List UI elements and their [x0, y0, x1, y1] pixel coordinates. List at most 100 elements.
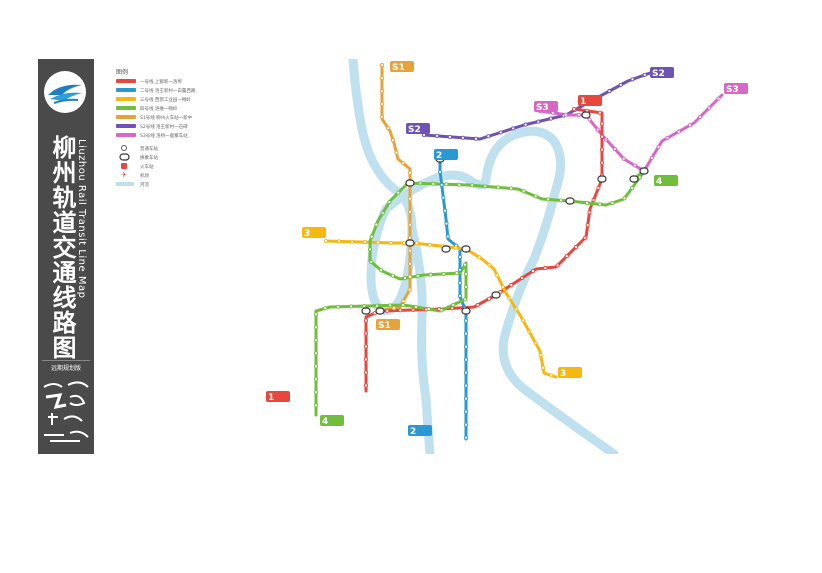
- station-dot: [475, 302, 480, 308]
- station-dot: [470, 183, 475, 188]
- line-badge-number: S3: [726, 85, 739, 95]
- station-dot: [540, 365, 546, 370]
- station-dot: [387, 200, 392, 205]
- station-dot: [637, 175, 642, 180]
- station-dot: [496, 185, 501, 190]
- station-dot: [463, 284, 469, 290]
- line-badge-bg: [578, 95, 602, 106]
- line-badge-bg: [654, 175, 678, 186]
- line-badge-bg: [406, 123, 430, 134]
- station-dot: [543, 266, 548, 271]
- station-dot: [599, 134, 605, 139]
- line-badge: S1: [376, 319, 400, 331]
- station-dot: [596, 185, 601, 191]
- line-badge-bg: [534, 101, 558, 112]
- line-badge: 1: [266, 391, 290, 403]
- line-badge: S2: [650, 67, 674, 79]
- station-dot: [533, 341, 538, 346]
- station-dot: [457, 254, 463, 259]
- station-dot: [463, 435, 469, 440]
- station-dot: [386, 126, 391, 131]
- line-badge: 4: [320, 415, 344, 427]
- line-badge-bg: [266, 391, 290, 402]
- line-badge: 3: [302, 227, 326, 239]
- station-dot: [507, 296, 512, 301]
- line-badge-number: 4: [322, 417, 328, 427]
- station-dot: [313, 338, 319, 343]
- line-badge-number: 4: [656, 177, 662, 187]
- station-dot: [388, 303, 393, 308]
- line-badge-bg: [302, 227, 326, 238]
- station-dot: [418, 181, 423, 186]
- station-dot: [379, 62, 385, 68]
- station-dot: [463, 271, 469, 277]
- line-badge-bg: [650, 67, 674, 78]
- station-dot: [521, 189, 526, 194]
- station-dot: [402, 276, 408, 281]
- station-dot: [415, 273, 420, 279]
- line-badge-number: S2: [652, 69, 665, 79]
- station-dot: [587, 210, 592, 215]
- station-dot: [520, 275, 525, 281]
- line-badge-number: S1: [392, 63, 405, 73]
- line-badge: S3: [724, 83, 748, 95]
- station-dot: [394, 150, 399, 155]
- interchange-station: [405, 239, 415, 247]
- legend-line-label: S3号线 洛桥一鹿寨车站: [140, 132, 188, 139]
- station-dot: [426, 307, 431, 312]
- line-badge-bg: [558, 367, 582, 378]
- station-dot: [558, 198, 564, 203]
- station-dot: [533, 194, 538, 199]
- station-dot: [523, 122, 528, 127]
- river: [348, 59, 619, 454]
- station-dot: [349, 239, 355, 244]
- station-dot: [379, 101, 385, 107]
- station-dot: [323, 238, 329, 244]
- station-dot: [407, 274, 413, 279]
- station-dot: [649, 155, 654, 160]
- station-dot: [444, 221, 449, 226]
- interchange-station: [629, 175, 639, 183]
- station-dot: [632, 163, 637, 168]
- station-dot: [379, 75, 385, 81]
- station-dot: [538, 352, 543, 358]
- station-dot: [313, 403, 319, 408]
- station-dot: [450, 306, 455, 311]
- train-station-icon: [121, 163, 127, 169]
- line-badge: 4: [654, 175, 678, 187]
- interchange-station: [461, 307, 471, 315]
- station-dot: [407, 248, 413, 253]
- station-dot: [362, 304, 367, 309]
- line-badge-number: S3: [536, 103, 549, 113]
- station-dot: [599, 121, 605, 126]
- sidebar-title-panel: 柳州轨道交通线路图 Liuzhou Rail Transit Line Map …: [38, 59, 94, 454]
- station-dot: [391, 306, 396, 311]
- legend-line-item: S3号线 洛桥一鹿寨车站: [116, 132, 188, 139]
- station-dot: [313, 312, 319, 317]
- station-dot: [439, 308, 444, 313]
- station-dot: [463, 396, 469, 401]
- station-dot: [313, 351, 319, 356]
- station-dot: [463, 409, 469, 414]
- station-dot: [486, 134, 491, 139]
- legend-line-swatch: [116, 133, 136, 137]
- station-dot: [428, 272, 433, 277]
- legend-line-swatch: [116, 97, 136, 101]
- station-dot: [407, 196, 413, 201]
- station-dot: [599, 160, 605, 165]
- legend-symbol-label: 火车站: [140, 163, 154, 170]
- line-badge: 1: [578, 95, 602, 107]
- station-dot: [591, 198, 596, 203]
- station-dot: [688, 123, 693, 128]
- interchange-station: [375, 307, 385, 315]
- station-dot: [445, 234, 450, 239]
- station-dot: [380, 211, 385, 216]
- station-dot: [612, 147, 617, 152]
- station-dot: [630, 185, 635, 190]
- station-dot: [463, 318, 469, 323]
- station-dot: [549, 373, 554, 378]
- interchange-icon: [119, 153, 130, 161]
- station-dot: [363, 344, 369, 349]
- station-dot: [462, 262, 468, 267]
